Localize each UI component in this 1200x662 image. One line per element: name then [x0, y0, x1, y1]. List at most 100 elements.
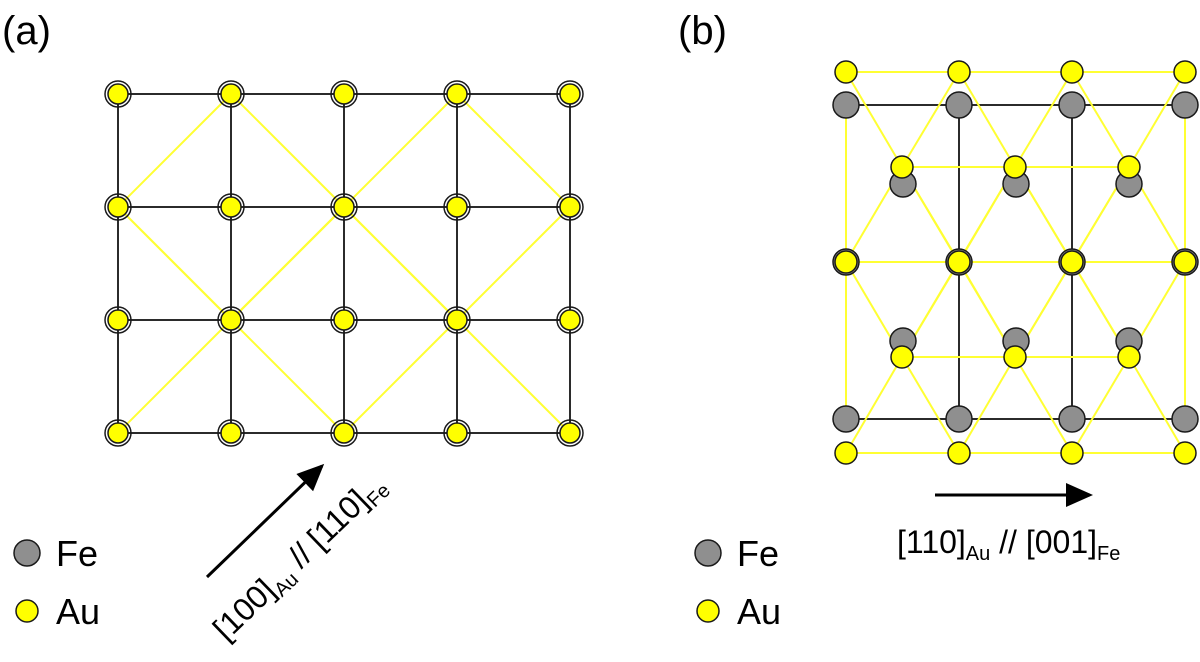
au-bond	[1071, 71, 1130, 168]
legend-b-fe-swatch	[694, 539, 722, 567]
au-bond	[117, 206, 232, 321]
fe-atom	[832, 91, 860, 119]
au-atom	[1173, 441, 1197, 465]
legend-a-fe-swatch	[13, 539, 41, 567]
panel-a-dir-main1: [100]	[206, 572, 282, 647]
au-atom	[834, 60, 858, 84]
fe-atom-ring	[217, 193, 245, 221]
au-atom	[446, 422, 468, 444]
panel-a-au-bonds	[117, 93, 571, 434]
panel-a-legend: Fe Au	[13, 533, 100, 632]
au-atom	[107, 309, 129, 331]
au-bond	[1014, 356, 1073, 454]
au-atom	[1003, 345, 1027, 369]
fe-atom-ring	[104, 419, 132, 447]
au-bond	[456, 206, 571, 321]
au-atom	[890, 155, 914, 179]
au-bond	[117, 319, 232, 434]
au-atom	[107, 422, 129, 444]
au-bond	[456, 93, 571, 208]
au-bond	[117, 93, 232, 208]
au-atom	[107, 83, 129, 105]
fe-atom-ring	[556, 419, 584, 447]
au-bond	[456, 319, 571, 434]
au-atom	[947, 60, 971, 84]
au-atom	[559, 83, 581, 105]
au-atom	[559, 309, 581, 331]
au-bond	[230, 206, 345, 321]
fe-atom-ring	[104, 80, 132, 108]
lattice-a	[104, 80, 584, 447]
panel-b-direction-label: [110]Au // [001]Fe	[897, 524, 1120, 565]
panel-a-direction-label: [100]Au // [110]Fe	[206, 466, 395, 651]
fe-atom-ring	[443, 306, 471, 334]
fe-atom-ring	[330, 419, 358, 447]
fe-atom-ring	[330, 306, 358, 334]
au-atom	[220, 83, 242, 105]
au-bond	[845, 356, 903, 454]
fe-atom-ring	[556, 306, 584, 334]
au-bond	[230, 93, 345, 208]
au-bond	[1128, 356, 1186, 454]
fe-atom-ring	[443, 193, 471, 221]
legend-b-au-swatch	[696, 599, 720, 623]
au-bond	[343, 319, 458, 434]
au-atom	[333, 422, 355, 444]
au-atom	[220, 196, 242, 218]
au-atom	[947, 250, 971, 274]
fe-atom-ring	[104, 306, 132, 334]
panel-b-dir-main1: [110]	[897, 524, 966, 560]
lattice-b	[832, 60, 1199, 465]
au-atom	[107, 196, 129, 218]
au-atom	[890, 345, 914, 369]
panel-b-dir-sub1: Au	[966, 543, 990, 565]
au-atom	[559, 196, 581, 218]
au-bond	[1071, 356, 1130, 454]
legend-b-fe-label: Fe	[737, 533, 779, 574]
au-atom	[220, 422, 242, 444]
fe-atom	[1058, 91, 1086, 119]
au-atom	[1117, 155, 1141, 179]
au-atom	[220, 309, 242, 331]
au-bond	[901, 71, 960, 168]
panel-b-au-atoms	[834, 60, 1197, 465]
au-bond	[958, 356, 1016, 454]
au-atom	[1060, 441, 1084, 465]
panel-b-legend: Fe Au	[694, 533, 781, 632]
au-atom	[446, 83, 468, 105]
panel-a-label: (a)	[2, 9, 51, 53]
au-atom	[559, 422, 581, 444]
panel-a-direction-arrow	[205, 463, 325, 579]
au-atom	[446, 196, 468, 218]
fe-atom	[832, 405, 860, 433]
fe-atom-ring	[330, 80, 358, 108]
au-atom	[446, 309, 468, 331]
panel-a-fe-bonds	[117, 93, 571, 434]
au-bond	[1128, 71, 1186, 168]
legend-a-au-label: Au	[56, 591, 100, 632]
fe-atom-ring	[556, 193, 584, 221]
fe-atom	[1058, 405, 1086, 433]
au-atom	[834, 250, 858, 274]
au-bond	[1014, 71, 1073, 168]
au-atom	[947, 441, 971, 465]
au-bond	[901, 356, 960, 454]
panel-a-atoms	[104, 80, 584, 447]
au-bond	[230, 319, 345, 434]
au-atom	[1060, 60, 1084, 84]
legend-a-au-swatch	[15, 599, 39, 623]
panel-b-au-bonds	[845, 71, 1186, 454]
au-atom	[1173, 60, 1197, 84]
fe-atom-ring	[556, 80, 584, 108]
au-bond	[845, 71, 903, 168]
au-atom	[834, 441, 858, 465]
fe-atom-ring	[443, 419, 471, 447]
legend-a-fe-label: Fe	[56, 533, 98, 574]
fe-atom	[1171, 405, 1199, 433]
fe-atom	[945, 405, 973, 433]
au-bond	[343, 206, 458, 321]
fe-atom-ring	[217, 306, 245, 334]
fe-atom-ring	[217, 80, 245, 108]
au-atom	[333, 83, 355, 105]
